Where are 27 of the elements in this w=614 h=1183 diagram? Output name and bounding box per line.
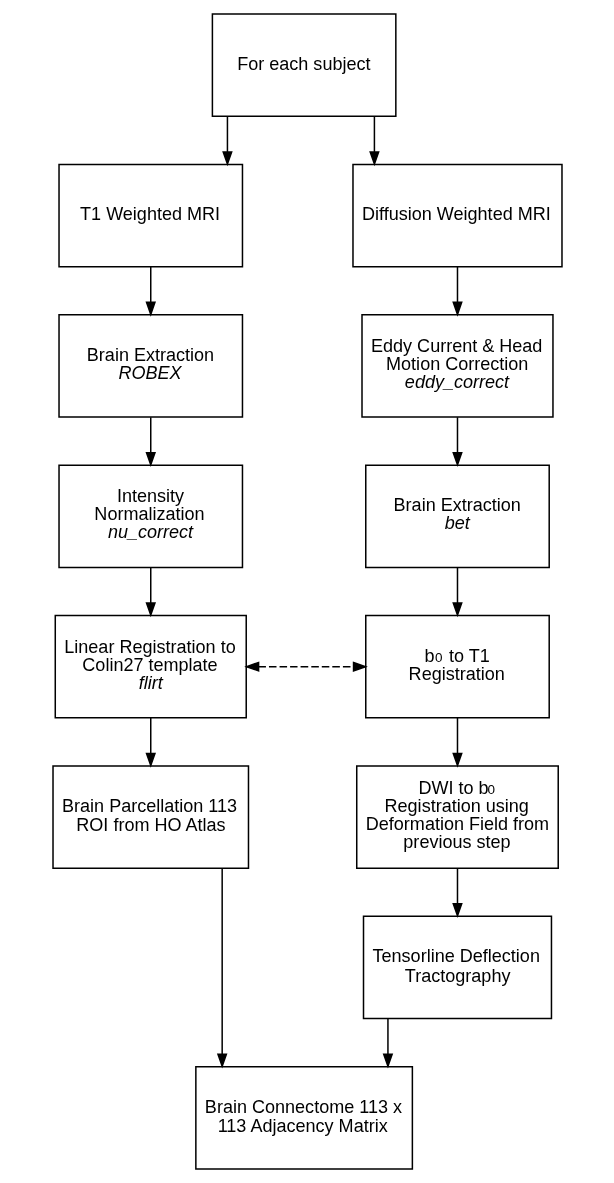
arrow: [451, 416, 463, 467]
arrow: [243, 661, 368, 672]
node-box: Intensity Normalization nu_correct: [57, 464, 243, 569]
arrow: [145, 717, 156, 768]
arrow: [382, 1017, 393, 1069]
node-box: For each subject: [211, 13, 397, 118]
arrow: [221, 115, 233, 167]
arrow: [145, 266, 156, 317]
node-box: Brain Connectome 113 x 113 Adjacency Matrix: [194, 1065, 413, 1170]
node-box: Brain Extraction bet: [364, 464, 550, 569]
node-box: b0 to T1 Registration: [364, 614, 550, 719]
arrow: [145, 416, 156, 467]
node-box: Brain Parcellation 113 ROI from HO Atlas: [51, 765, 249, 869]
arrow: [368, 115, 380, 167]
node-box: Tensorline Deflection Tractography: [362, 915, 552, 1020]
arrow: [451, 566, 463, 618]
node-box: Linear Registration to Colin27 template flirt: [54, 614, 247, 719]
arrow: [451, 867, 463, 919]
node-box: Eddy Current & Head Motion Correction eddy_correct: [360, 314, 554, 418]
arrow: [451, 266, 463, 317]
arrow: [145, 566, 156, 618]
node-box: Diffusion Weighted MRI: [351, 163, 563, 268]
node-box: Brain Extraction ROBEX: [57, 314, 243, 418]
arrow: [216, 868, 227, 1069]
arrow: [451, 717, 463, 768]
node-box: T1 Weighted MRI: [57, 163, 243, 268]
node-box: DWI to b0 Registration using Deformation Field from previous step: [355, 765, 559, 869]
